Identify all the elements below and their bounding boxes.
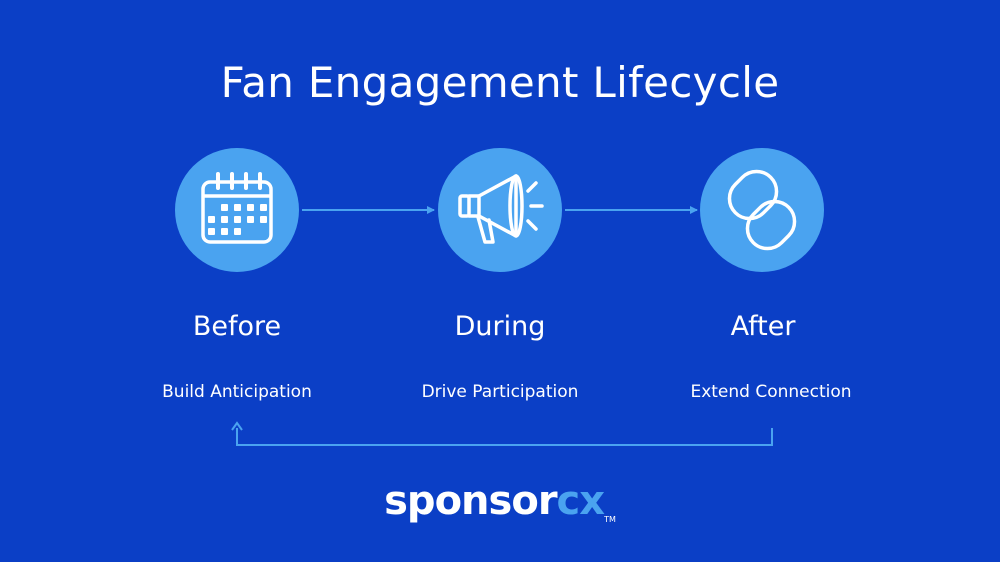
sponsorcx-logo: sponsorcxTM [0, 478, 1000, 524]
stage-before-label: Before [192, 311, 282, 342]
stage-during-label: During [454, 311, 546, 342]
calendar-icon [201, 172, 273, 244]
stage-during-circle [438, 148, 562, 272]
megaphone-icon [458, 174, 544, 244]
link-icon [727, 169, 797, 251]
arrow-loop-back [236, 428, 773, 446]
stage-before-description: Build Anticipation [162, 382, 312, 402]
brand-wordmark-main: sponsor [384, 478, 557, 524]
arrow-loop-head [231, 421, 243, 431]
diagram-title: Fan Engagement Lifecycle [220, 58, 780, 107]
stage-during-description: Drive Participation [421, 382, 579, 402]
stage-after-label: After [730, 311, 796, 342]
stage-after-description: Extend Connection [690, 382, 852, 402]
brand-wordmark-accent: cx [556, 478, 606, 524]
stage-after-circle [700, 148, 824, 272]
trademark-mark: TM [604, 515, 616, 524]
stage-before-circle [175, 148, 299, 272]
